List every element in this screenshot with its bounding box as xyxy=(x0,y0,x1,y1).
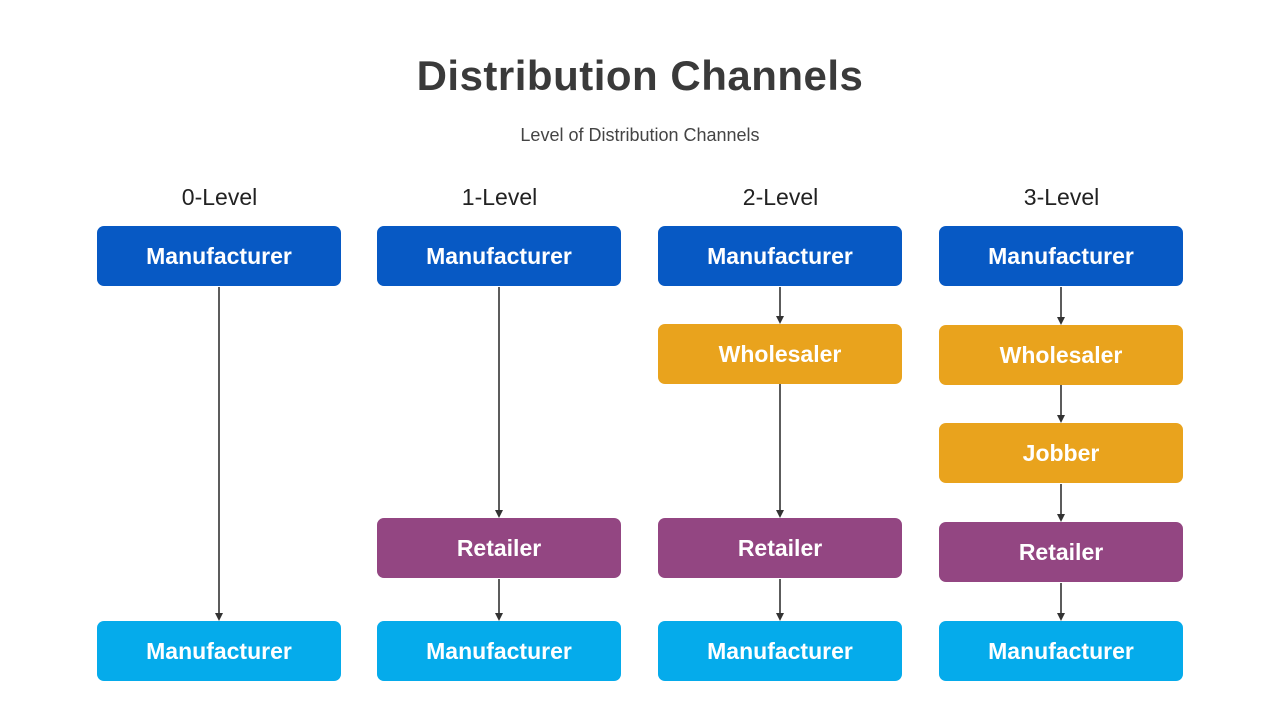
col3-retailer-box: Retailer xyxy=(939,522,1183,582)
col2-wholesaler-box: Wholesaler xyxy=(658,324,902,384)
col3-wholesaler-box: Wholesaler xyxy=(939,325,1183,385)
page-subtitle: Level of Distribution Channels xyxy=(520,125,760,145)
col3-jobber-box: Jobber xyxy=(939,423,1183,483)
page-title: Distribution Channels xyxy=(416,52,864,99)
col1-manufacturer-bottom-box: Manufacturer xyxy=(377,621,621,681)
col2-retailer-box: Retailer xyxy=(658,518,902,578)
col1-manufacturer-top-box: Manufacturer xyxy=(377,226,621,286)
column-header-0-level: 0-Level xyxy=(181,184,258,210)
col0-manufacturer-top-box: Manufacturer xyxy=(97,226,341,286)
col3-manufacturer-bottom-box: Manufacturer xyxy=(939,621,1183,681)
col2-manufacturer-top-box: Manufacturer xyxy=(658,226,902,286)
column-header-1-level: 1-Level xyxy=(461,184,538,210)
column-header-2-level: 2-Level xyxy=(742,184,819,210)
col3-manufacturer-top-box: Manufacturer xyxy=(939,226,1183,286)
column-header-3-level: 3-Level xyxy=(1023,184,1100,210)
col2-manufacturer-bottom-box: Manufacturer xyxy=(658,621,902,681)
col1-retailer-box: Retailer xyxy=(377,518,621,578)
col0-manufacturer-bottom-box: Manufacturer xyxy=(97,621,341,681)
